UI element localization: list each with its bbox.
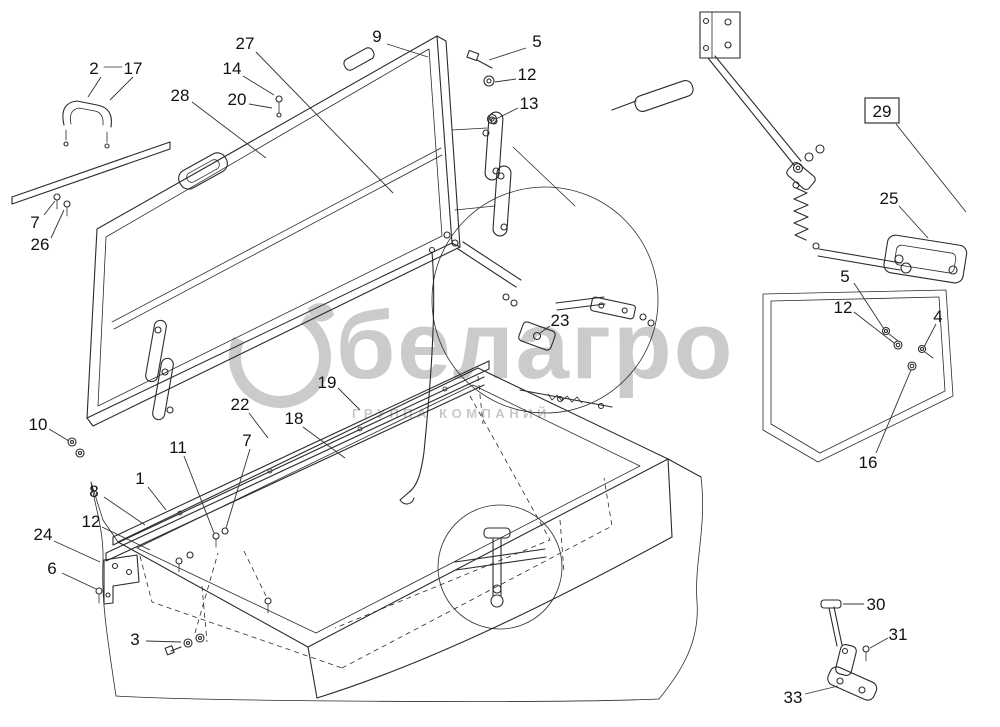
callout-11: 11	[169, 438, 187, 457]
leader-line-11	[183, 455, 215, 534]
callout-12: 12	[834, 298, 853, 317]
leader-line-19	[337, 387, 361, 411]
leader-line-23	[539, 325, 551, 334]
support-rails	[105, 360, 490, 573]
leader-line-7	[225, 448, 251, 529]
callout-12: 12	[82, 512, 101, 531]
leader-line-29	[895, 123, 967, 213]
callout-18: 18	[285, 409, 304, 428]
callout-27: 27	[236, 34, 255, 53]
side-panel	[762, 289, 954, 463]
callout-box-29	[864, 97, 900, 124]
fasteners-top	[466, 49, 498, 137]
leader-line-26	[50, 209, 65, 239]
callout-22: 22	[231, 395, 250, 414]
hinge-plates	[451, 111, 512, 237]
callout-14: 14	[223, 59, 242, 78]
callout-16: 16	[859, 453, 878, 472]
leader-line-1	[147, 486, 167, 511]
callout-2: 2	[89, 59, 98, 78]
mount-strip	[11, 141, 171, 217]
callout-8: 8	[89, 482, 98, 501]
leader-line-28	[191, 101, 267, 159]
leader-line-12	[101, 526, 151, 551]
leader-line-9	[386, 43, 429, 58]
callout-5: 5	[532, 32, 541, 51]
callout-6: 6	[47, 559, 56, 578]
pull-rod	[399, 246, 436, 505]
corner-bracket	[95, 548, 272, 656]
callout-30: 30	[867, 595, 886, 614]
callout-31: 31	[889, 625, 908, 644]
leader-line-33	[804, 685, 839, 695]
hopper-box	[90, 367, 703, 702]
tension-linkage	[611, 11, 968, 284]
callout-23: 23	[551, 311, 570, 330]
callout-3: 3	[130, 630, 139, 649]
hinge-strips	[145, 319, 174, 421]
callout-4: 4	[933, 307, 942, 326]
callout-7: 7	[242, 431, 251, 450]
callout-13: 13	[520, 94, 539, 113]
callout-7: 7	[30, 213, 39, 232]
callout-26: 26	[31, 235, 50, 254]
callout-20: 20	[228, 90, 247, 109]
leader-line-7	[43, 200, 56, 216]
watermark-subtitle: ГРУППА КОМПАНИЙ	[352, 406, 551, 421]
callout-17: 17	[124, 59, 143, 78]
leader-line-16	[875, 369, 912, 454]
callout-29: 29	[873, 102, 892, 121]
callout-10: 10	[29, 415, 48, 434]
fastener-10	[67, 437, 85, 458]
callout-12: 12	[518, 65, 537, 84]
leader-line-2	[87, 76, 102, 98]
leader-line-5	[853, 282, 885, 330]
leader-line-3	[145, 640, 182, 643]
grab-handle	[62, 100, 112, 149]
callout-25: 25	[880, 189, 899, 208]
leader-line-8	[103, 496, 146, 526]
callout-9: 9	[372, 27, 381, 46]
leader-line-14	[242, 75, 275, 96]
leader-line-17	[109, 76, 134, 101]
callout-24: 24	[34, 525, 53, 544]
callout-28: 28	[171, 86, 190, 105]
callout-5: 5	[840, 267, 849, 286]
leader-line-18	[302, 426, 346, 459]
leader-line-6	[61, 572, 97, 590]
leader-line-5	[488, 47, 527, 61]
leader-line-27	[255, 51, 394, 194]
leader-line-10	[48, 428, 70, 442]
leader-line-24	[53, 540, 101, 563]
callout-33: 33	[784, 688, 803, 707]
leader-line-31	[869, 637, 889, 649]
belagro-logo-icon	[229, 303, 334, 408]
detail-view-tbolt	[437, 504, 563, 630]
leader-line-12	[853, 311, 895, 344]
leader-line-12	[494, 78, 517, 83]
leader-line-4	[923, 323, 937, 348]
detail-view-latch	[431, 146, 659, 414]
callout-19: 19	[318, 373, 337, 392]
leader-line-22	[248, 412, 269, 439]
latch-fittings	[820, 599, 878, 701]
callout-1: 1	[135, 469, 144, 488]
leader-line-25	[898, 205, 929, 239]
leader-line-13	[495, 107, 519, 120]
leader-line-20	[248, 103, 273, 109]
